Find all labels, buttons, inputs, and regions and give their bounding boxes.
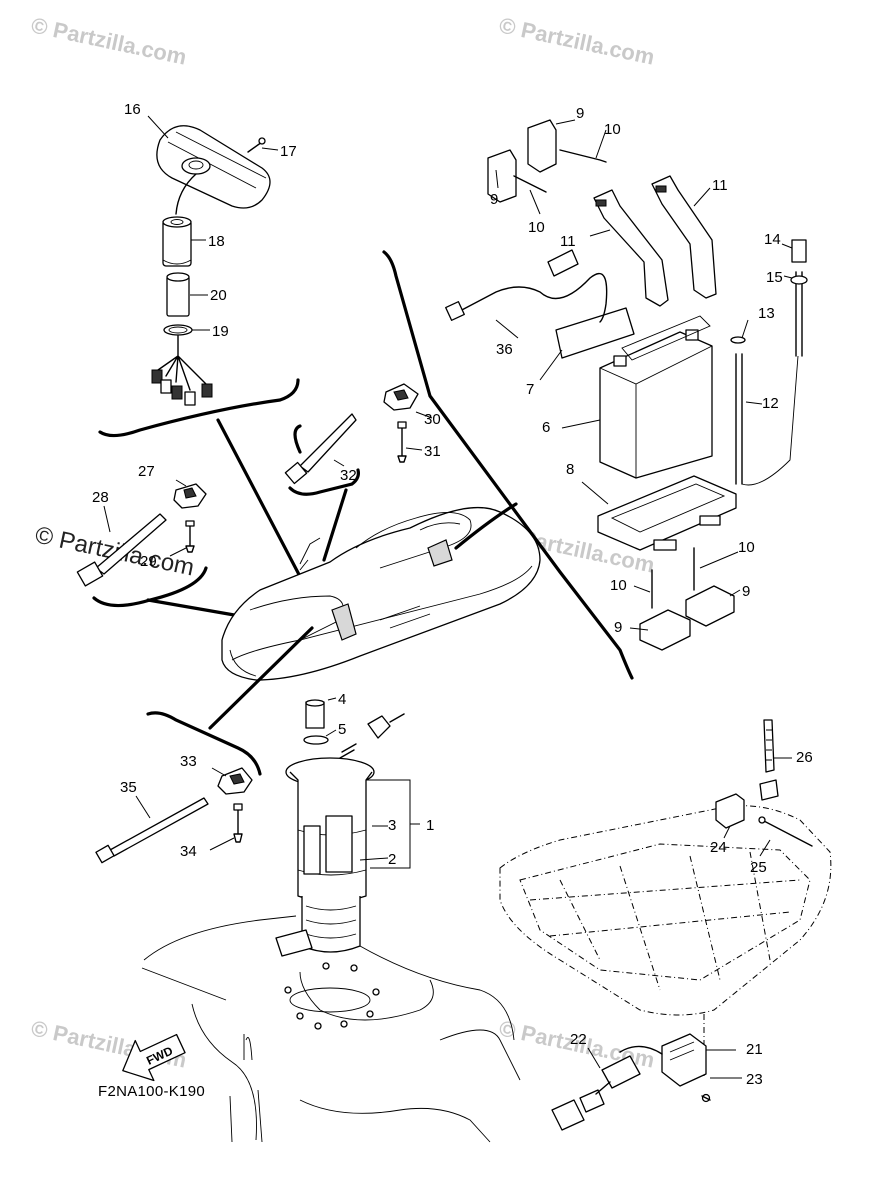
- bracket-pointer-battery: [454, 502, 518, 550]
- callout-11-right: 11: [712, 177, 728, 194]
- watermark-top-right: © Partzilla.com: [497, 12, 657, 69]
- hull-floor: [141, 915, 521, 1143]
- bracket-top-left: [98, 378, 300, 438]
- callout-7: 7: [526, 381, 534, 398]
- callout-2: 2: [388, 851, 396, 868]
- battery-assembly: [445, 119, 808, 651]
- callout-30: 30: [424, 411, 441, 428]
- callout-10-right: 10: [738, 539, 755, 556]
- sender-cover-assembly: [147, 115, 279, 406]
- watercraft-hull: [221, 506, 541, 681]
- callout-35: 35: [120, 779, 137, 796]
- callout-15: 15: [766, 269, 783, 286]
- callout-27: 27: [138, 463, 155, 480]
- bracket-lower-left: [146, 711, 262, 776]
- callout-labels: 1 2 3 4 5 6 7 8 9 9 9 9 10 10 10 10 11 1…: [92, 101, 813, 1088]
- bolt-ring: [284, 962, 380, 1030]
- callout-6: 6: [542, 419, 550, 436]
- callout-28: 28: [92, 489, 109, 506]
- callout-16: 16: [124, 101, 141, 118]
- callout-11-left: 11: [560, 233, 576, 250]
- callout-21: 21: [746, 1041, 763, 1058]
- callout-17: 17: [280, 143, 297, 160]
- band-assembly-lower: [95, 767, 253, 864]
- callout-10-bottom: 10: [610, 577, 627, 594]
- callout-22: 22: [570, 1031, 587, 1048]
- bracket-pointer-top: [216, 418, 307, 588]
- callout-29: 29: [140, 553, 157, 570]
- callout-25: 25: [750, 859, 767, 876]
- frame-assembly: [499, 719, 832, 1131]
- callout-4: 4: [338, 691, 346, 708]
- callout-24: 24: [710, 839, 727, 856]
- callout-20: 20: [210, 287, 227, 304]
- callout-19: 19: [212, 323, 229, 340]
- callout-23: 23: [746, 1071, 763, 1088]
- callout-3: 3: [388, 817, 396, 834]
- callout-8: 8: [566, 461, 574, 478]
- band-assembly-center: [284, 383, 433, 562]
- bracket-battery: [382, 250, 634, 680]
- callout-13: 13: [758, 305, 775, 322]
- callout-32: 32: [340, 467, 357, 484]
- diagram-code: F2NA100-K190: [98, 1083, 205, 1100]
- callout-10-top: 10: [604, 121, 621, 138]
- callout-14: 14: [764, 231, 781, 248]
- band-assembly-left: [76, 479, 242, 618]
- callout-34: 34: [180, 843, 197, 860]
- callout-5: 5: [338, 721, 346, 738]
- callout-36: 36: [496, 341, 513, 358]
- callout-12: 12: [762, 395, 779, 412]
- callout-9-bottom: 9: [614, 619, 622, 636]
- callout-9-top: 9: [576, 105, 584, 122]
- bracket-pointer-lower: [208, 626, 314, 730]
- callout-33: 33: [180, 753, 197, 770]
- callout-9-left: 9: [490, 191, 498, 208]
- watermark-top-left: © Partzilla.com: [29, 12, 189, 69]
- callout-10-left: 10: [528, 219, 545, 236]
- callout-9-right: 9: [742, 583, 750, 600]
- callout-31: 31: [424, 443, 441, 460]
- callout-26: 26: [796, 749, 813, 766]
- fuel-pump-assembly: [275, 697, 420, 957]
- callout-18: 18: [208, 233, 225, 250]
- callout-1: 1: [426, 817, 434, 834]
